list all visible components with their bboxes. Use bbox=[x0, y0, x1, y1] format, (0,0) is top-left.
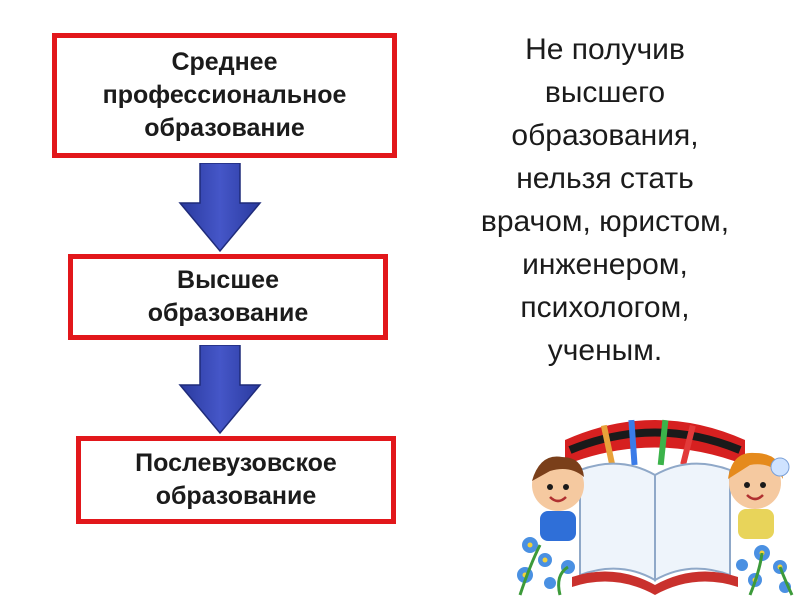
step-secondary-professional-education: Среднее профессиональное образование bbox=[52, 33, 397, 158]
side-note-text: Не получив высшего образования, нельзя с… bbox=[480, 33, 730, 367]
step-label: Высшее образование bbox=[147, 266, 309, 327]
down-arrow-icon bbox=[178, 163, 262, 253]
step-label: Среднее профессиональное образование bbox=[102, 48, 347, 142]
open-book-with-children-icon bbox=[517, 419, 794, 596]
step-label: Послевузовское образование bbox=[135, 449, 337, 510]
down-arrow-icon bbox=[178, 345, 262, 435]
step-higher-education: Высшее образование bbox=[68, 254, 388, 340]
step-postgraduate-education: Послевузовское образование bbox=[76, 436, 396, 524]
